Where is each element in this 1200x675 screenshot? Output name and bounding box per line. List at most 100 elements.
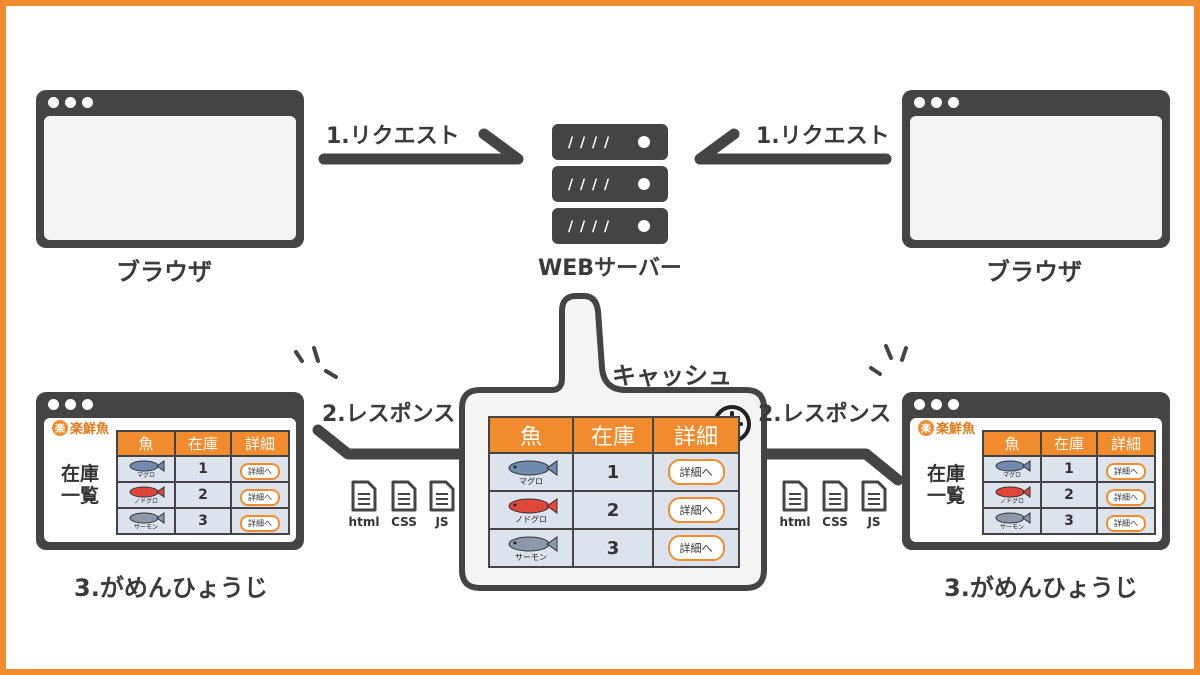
header-detail: 詳細 (1096, 430, 1156, 457)
fish-name: ノドグロ (999, 498, 1024, 505)
table-row: マグロ 1 詳細へ (982, 455, 1156, 483)
table-row: ノドグロ 2 詳細へ (982, 481, 1156, 509)
header-detail: 詳細 (652, 416, 740, 454)
stock-value: 1 (572, 452, 654, 492)
document-icon (861, 480, 887, 512)
fish-name: マグロ (519, 477, 543, 486)
detail-button[interactable]: 詳細へ (667, 535, 725, 561)
stock-table: 魚 在庫 詳細 マグロ 1 詳細へ ノドグロ 2 詳細へ サーモン 3 詳細へ (982, 430, 1156, 535)
stock-value: 1 (174, 455, 232, 483)
fish-icon-tuna (508, 460, 558, 476)
spark-line (324, 369, 338, 379)
fish-icon-nodoguro (508, 498, 558, 514)
fish-icon-salmon (508, 536, 558, 552)
table-row: ノドグロ 2 詳細へ (488, 490, 740, 530)
connectors (294, 128, 908, 486)
spark-line (900, 346, 908, 362)
document-icon (391, 480, 417, 512)
table-row: マグロ 1 詳細へ (116, 455, 290, 483)
fish-name: マグロ (1002, 472, 1021, 479)
window-dots (48, 97, 93, 108)
header-stock: 在庫 (1040, 430, 1098, 457)
table-row: マグロ 1 詳細へ (488, 452, 740, 492)
file-label-html: html (779, 515, 811, 529)
browser-window-icon (36, 90, 304, 248)
header-stock: 在庫 (174, 430, 232, 457)
fish-name: マグロ (136, 472, 155, 479)
file-label-js: JS (867, 515, 881, 529)
table-row: サーモン 3 詳細へ (488, 528, 740, 568)
file-label-css: CSS (822, 515, 848, 529)
response-arrow-right (730, 448, 904, 486)
server-unit: / / / / (552, 208, 668, 244)
server-unit: / / / / (552, 124, 668, 160)
response-label: 2.レスポンス (322, 402, 456, 427)
cache-stock-table: 魚 在庫 詳細 マグロ 1 詳細へ ノドグロ 2 詳細へ サーモン 3 詳細へ (488, 416, 740, 568)
file-label-css: CSS (391, 515, 417, 529)
request-label: 1.リクエスト (756, 124, 890, 149)
fish-icon-tuna (995, 460, 1031, 472)
request-arrow-right (694, 128, 892, 165)
spark-line (884, 344, 893, 360)
response-arrow-left (312, 424, 472, 460)
file-label-html: html (348, 515, 380, 529)
fish-name: サーモン (133, 524, 158, 531)
fish-icon-salmon (129, 512, 165, 524)
spark-line (312, 346, 320, 363)
window-screen (44, 116, 296, 240)
fish-icon-nodoguro (129, 486, 165, 498)
spark-line (294, 350, 304, 363)
page-title: 在庫一覧 (926, 463, 965, 507)
detail-button[interactable]: 詳細へ (240, 462, 280, 480)
browser-label: ブラウザ (986, 258, 1082, 286)
stock-value: 2 (1040, 481, 1098, 509)
fish-name: ノドグロ (133, 498, 158, 505)
stock-table: 魚 在庫 詳細 マグロ 1 詳細へ ノドグロ 2 詳細へ サーモン 3 詳細へ (116, 430, 290, 535)
site-logo: 楽 楽鮮魚 (918, 418, 975, 437)
logo-text: 楽鮮魚 (936, 422, 976, 437)
spark-line (869, 366, 882, 376)
table-row: ノドグロ 2 詳細へ (116, 481, 290, 509)
detail-button[interactable]: 詳細へ (1106, 462, 1146, 480)
header-fish: 魚 (488, 416, 574, 454)
detail-button[interactable]: 詳細へ (667, 497, 725, 523)
window-dots (914, 97, 959, 108)
logo-text: 楽鮮魚 (70, 422, 110, 437)
request-label: 1.リクエスト (326, 124, 460, 149)
stock-value: 3 (572, 528, 654, 568)
stock-value: 2 (572, 490, 654, 530)
detail-button[interactable]: 詳細へ (1106, 488, 1146, 506)
window-screen (910, 116, 1162, 240)
logo-mark: 楽 (52, 419, 68, 436)
fish-name: サーモン (999, 524, 1024, 531)
document-icon (782, 480, 808, 512)
stock-value: 3 (174, 507, 232, 535)
server-label: WEBサーバー (538, 256, 682, 281)
document-icon (822, 480, 848, 512)
detail-button[interactable]: 詳細へ (667, 459, 725, 485)
logo-mark: 楽 (918, 419, 934, 436)
file-label-js: JS (435, 515, 449, 529)
browser-window-icon (902, 90, 1170, 248)
table-row: サーモン 3 詳細へ (982, 507, 1156, 535)
window-dots (48, 399, 93, 410)
response-label: 2.レスポンス (758, 402, 892, 427)
request-arrow-left (318, 128, 524, 165)
stock-value: 3 (1040, 507, 1098, 535)
browser-label: ブラウザ (116, 258, 212, 286)
page-title: 在庫一覧 (60, 463, 99, 507)
detail-button[interactable]: 詳細へ (240, 514, 280, 532)
detail-button[interactable]: 詳細へ (240, 488, 280, 506)
header-fish: 魚 (982, 430, 1042, 457)
display-label: 3.がめんひょうじ (74, 574, 268, 602)
stock-value: 2 (174, 481, 232, 509)
document-icon (351, 480, 377, 512)
server-unit: / / / / (552, 166, 668, 202)
fish-icon-tuna (129, 460, 165, 472)
detail-button[interactable]: 詳細へ (1106, 514, 1146, 532)
fish-name: ノドグロ (515, 515, 547, 524)
fish-icon-nodoguro (995, 486, 1031, 498)
fish-icon-salmon (995, 512, 1031, 524)
window-dots (914, 399, 959, 410)
